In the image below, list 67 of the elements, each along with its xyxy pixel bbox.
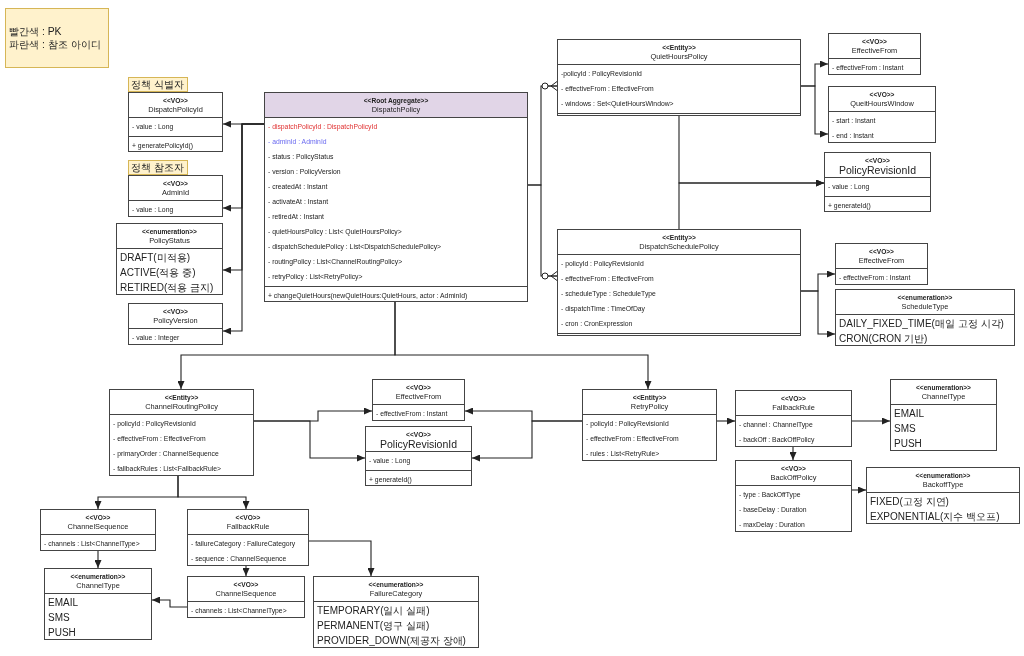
class-box [128, 175, 223, 217]
enum-value: ACTIVE(적용 중) [119, 266, 197, 280]
class-name: PolicyRevisionId [837, 165, 917, 176]
enum-value: SMS [47, 611, 71, 625]
enum-value: FIXED(고정 지연) [869, 495, 950, 509]
enum-value: PUSH [47, 626, 77, 640]
class-box [835, 243, 928, 285]
arrow [94, 550, 102, 569]
class-box [372, 379, 465, 421]
class-box [128, 303, 223, 345]
enumeration-box [835, 289, 1015, 346]
enum-value: TEMPORARY(일시 실패) [316, 604, 431, 618]
note-tab [128, 77, 188, 92]
arrow [394, 301, 652, 390]
sticky-note [5, 8, 109, 68]
class-box [735, 460, 852, 532]
enum-value: DAILY_FIXED_TIME(매일 고정 시각) [838, 317, 1005, 331]
enum-value: EXPONENTIAL(지수 백오프) [869, 510, 1001, 524]
class-box [187, 509, 309, 566]
class-box [828, 86, 936, 143]
arrow [851, 486, 867, 494]
arrow [851, 417, 891, 425]
enum-value: CRON(CRON 기반) [838, 332, 929, 346]
class-name: PolicyRevisionId [378, 439, 458, 450]
class-box [109, 389, 254, 476]
arrow [800, 85, 829, 138]
enumeration-box [313, 576, 479, 648]
class-box [828, 33, 921, 75]
enumeration-box [44, 568, 152, 640]
enum-value: DRAFT(미적용) [119, 251, 191, 265]
class-box [824, 152, 931, 212]
note-text: 파란색 : 참조 아이디 [9, 38, 102, 51]
enum-value: PUSH [893, 437, 923, 451]
enum-value: PROVIDER_DOWN(제공자 장애) [316, 634, 467, 648]
enum-value: EMAIL [47, 596, 79, 610]
class-box [557, 39, 801, 116]
arrow [222, 123, 265, 335]
arrow [151, 596, 188, 608]
arrow [308, 540, 375, 577]
note-text: 빨간색 : PK [9, 25, 63, 38]
arrow [800, 290, 836, 338]
class-box [40, 509, 156, 551]
tag-label: 정책 참조자 [131, 162, 184, 173]
enumeration-box [116, 223, 223, 295]
class-box [557, 229, 801, 336]
class-box [582, 389, 717, 461]
arrow [253, 420, 366, 462]
enum-value: SMS [893, 422, 917, 436]
enum-value: PERMANENT(영구 실패) [316, 619, 431, 633]
note-tab [128, 160, 188, 175]
enumeration-box [866, 467, 1020, 524]
class-box [735, 390, 852, 447]
tag-label: 정책 식별자 [131, 79, 184, 90]
enum-value: EMAIL [893, 407, 925, 421]
arrow [177, 475, 250, 510]
class-box [264, 92, 528, 302]
enum-value: RETIRED(적용 금지) [119, 281, 215, 295]
class-box [187, 576, 305, 618]
arrow [678, 179, 825, 230]
arrow [716, 417, 736, 425]
class-box [365, 426, 472, 486]
class-box [128, 92, 223, 152]
enumeration-box [890, 379, 997, 451]
association-line [527, 184, 558, 281]
arrow [242, 565, 250, 577]
arrow [471, 420, 583, 462]
arrow [789, 446, 797, 461]
